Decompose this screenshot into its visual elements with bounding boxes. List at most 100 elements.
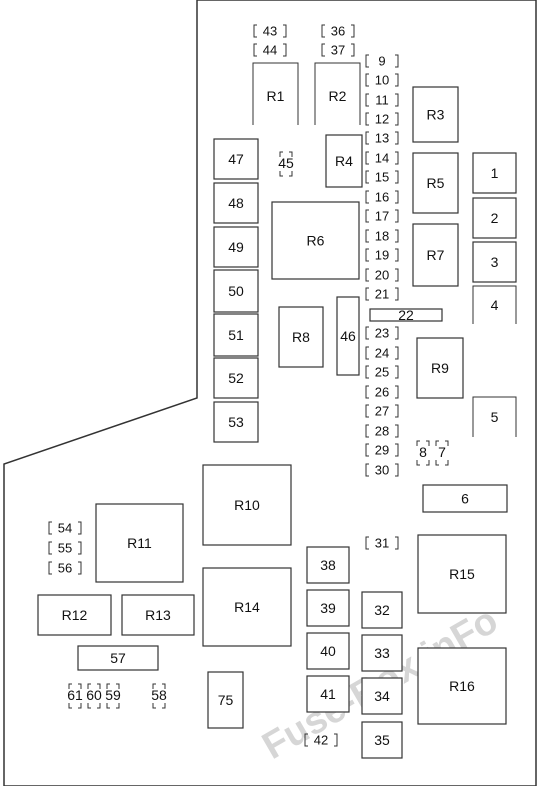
component-label: 58 [151, 687, 167, 703]
relay-outline [314, 62, 361, 125]
fuse-label: 37 [331, 43, 345, 58]
fuse-bracket [365, 463, 399, 477]
fuse-label: 31 [375, 536, 389, 551]
fuse-24: 24 [365, 346, 399, 361]
mini-fuse-outline [87, 683, 101, 709]
fuse-label: 25 [375, 365, 389, 380]
fuse-29: 29 [365, 443, 399, 458]
component-label: R9 [431, 360, 449, 376]
fuse-label: 26 [375, 385, 389, 400]
component-label: R2 [329, 88, 347, 104]
fuse-bracket [365, 131, 399, 145]
fuse-label: 29 [375, 443, 389, 458]
fuse-bracket [365, 365, 399, 379]
fuse-bracket [365, 93, 399, 107]
mini-fuse-outline [435, 440, 449, 466]
component-r6: R6 [271, 201, 360, 280]
component-box [306, 546, 350, 584]
component-label: 35 [374, 732, 390, 748]
fuse-10: 10 [365, 73, 399, 88]
component-58: 58 [151, 683, 167, 709]
component-52: 52 [213, 357, 259, 399]
component-label: 51 [228, 327, 244, 343]
component-label: 32 [374, 602, 390, 618]
component-5: 5 [472, 396, 517, 437]
fuse-25: 25 [365, 365, 399, 380]
component-box [361, 721, 403, 759]
fuse-label: 55 [58, 541, 72, 556]
component-label: R8 [292, 329, 310, 345]
component-box [416, 337, 464, 399]
fuse-21: 21 [365, 287, 399, 302]
component-label: 46 [340, 328, 356, 344]
relay-outline [252, 62, 299, 125]
fuse-label: 27 [375, 404, 389, 419]
fuse-44: 44 [253, 43, 287, 58]
component-r3: R3 [412, 86, 459, 143]
fuse-bracket [365, 404, 399, 418]
fuse-bracket [365, 112, 399, 126]
component-box [417, 647, 507, 725]
component-label: R3 [427, 107, 445, 123]
component-box [361, 634, 403, 672]
component-label: R1 [267, 88, 285, 104]
component-label: R14 [234, 599, 260, 615]
component-1: 1 [472, 152, 517, 194]
component-3: 3 [472, 241, 517, 283]
component-label: 2 [491, 210, 499, 226]
component-box [213, 138, 259, 180]
fuse-31: 31 [365, 536, 399, 551]
fuse-bracket [365, 73, 399, 87]
component-box [77, 645, 159, 671]
fuse-bracket [365, 424, 399, 438]
component-box [412, 223, 459, 287]
fuse-42: 42 [304, 733, 338, 748]
component-label: 48 [228, 195, 244, 211]
fuse-17: 17 [365, 209, 399, 224]
fuse-9: 9 [365, 54, 399, 69]
component-label: 75 [218, 692, 234, 708]
component-label: 57 [110, 650, 126, 666]
fuse-bracket [365, 287, 399, 301]
fuse-15: 15 [365, 170, 399, 185]
fuse-label: 18 [375, 229, 389, 244]
component-34: 34 [361, 677, 403, 715]
component-r1: R1 [252, 62, 299, 125]
component-label: 61 [67, 687, 83, 703]
fuse-26: 26 [365, 385, 399, 400]
component-label: R11 [127, 535, 152, 551]
component-box [213, 401, 259, 443]
component-r8: R8 [278, 306, 324, 368]
fuse-bracket [365, 229, 399, 243]
fuse-13: 13 [365, 131, 399, 146]
component-box [121, 594, 195, 636]
fuse-27: 27 [365, 404, 399, 419]
component-box [306, 675, 350, 713]
component-r13: R13 [121, 594, 195, 636]
fuse-label: 23 [375, 326, 389, 341]
component-label: R7 [427, 247, 445, 263]
fuse-label: 24 [375, 346, 389, 361]
fuse-bracket [365, 248, 399, 262]
fuse-bracket [365, 170, 399, 184]
fuse-bracket [365, 190, 399, 204]
fuse-bracket [365, 151, 399, 165]
component-49: 49 [213, 226, 259, 268]
component-box [306, 632, 350, 670]
component-label: R6 [307, 233, 325, 249]
fuse-bracket [321, 24, 355, 38]
component-22: 22 [369, 307, 443, 323]
component-label: R4 [335, 153, 353, 169]
fuse-56: 56 [48, 561, 82, 576]
component-box [213, 357, 259, 399]
component-label: 49 [228, 239, 244, 255]
component-57: 57 [77, 645, 159, 671]
component-box [213, 269, 259, 313]
component-label: 22 [398, 307, 414, 323]
fuse-37: 37 [321, 43, 355, 58]
component-label: R16 [449, 678, 475, 694]
component-35: 35 [361, 721, 403, 759]
fuse-bracket [365, 443, 399, 457]
component-box [361, 591, 403, 629]
